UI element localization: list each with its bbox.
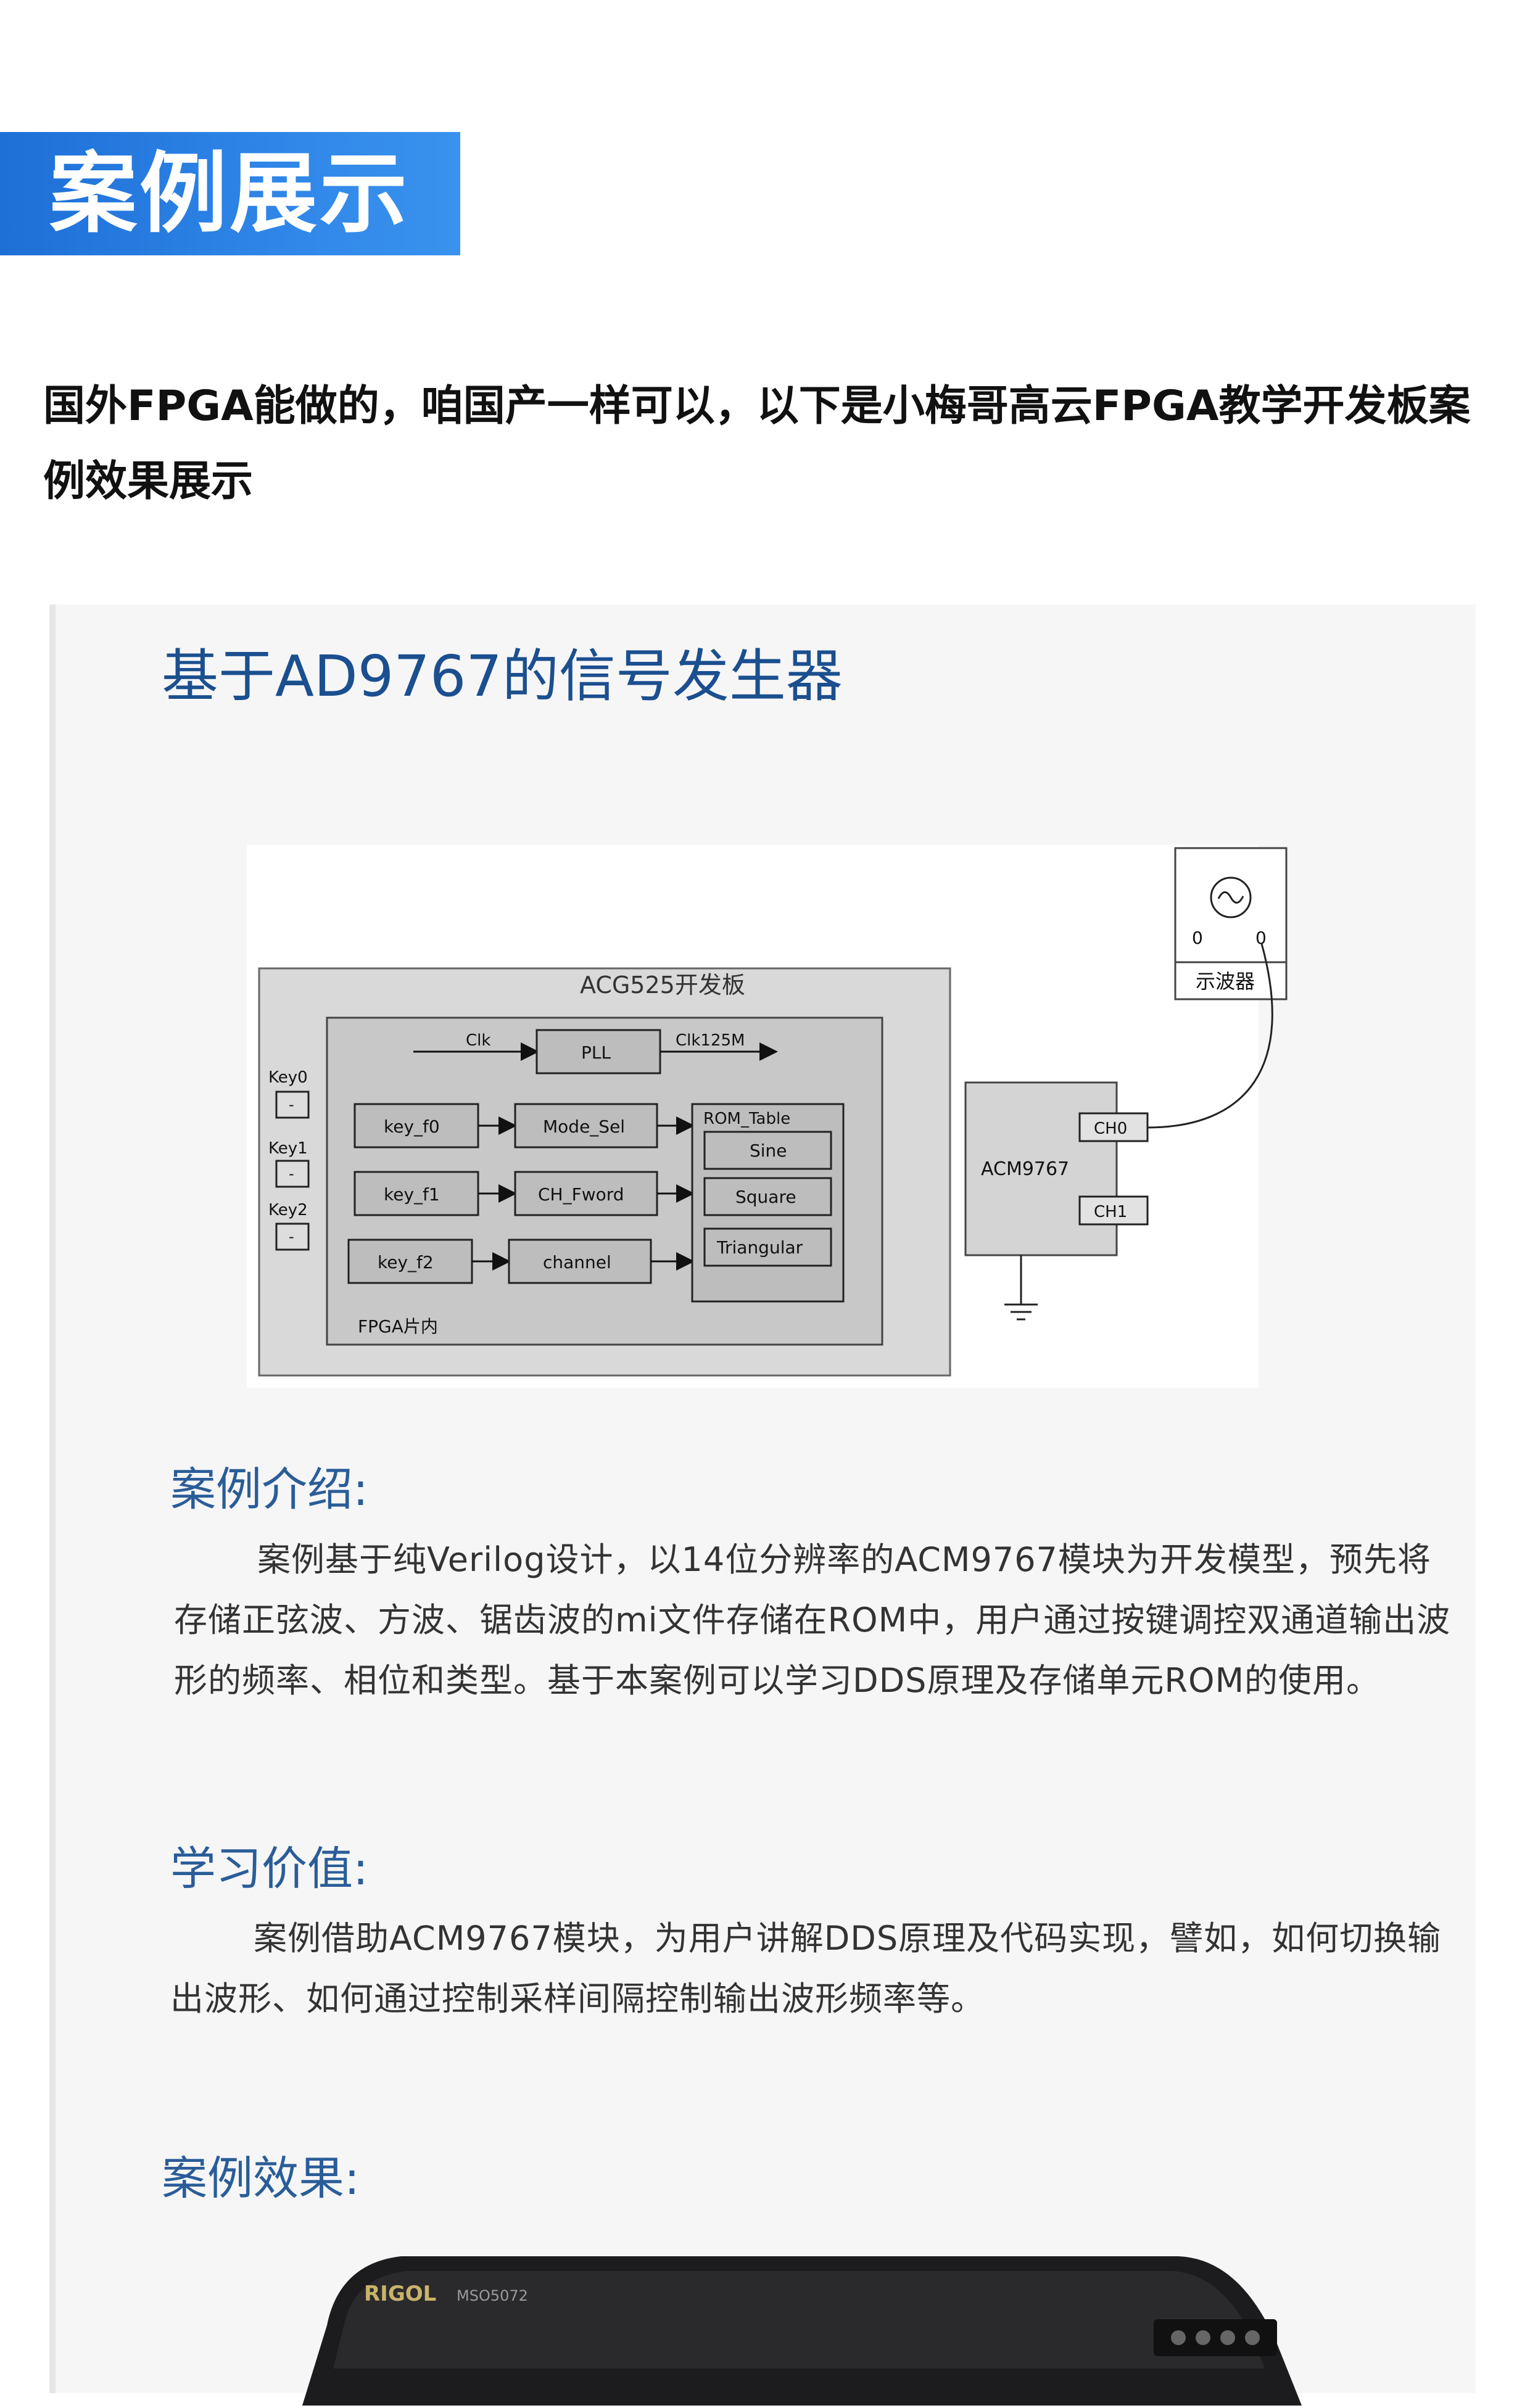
ch-fword-box [514, 1171, 658, 1216]
key1-button [275, 1160, 310, 1188]
scope-brand: RIGOL [364, 2282, 436, 2306]
svg-text:Mode_Sel: Mode_Sel [543, 1116, 625, 1137]
rom-table-label: ROM_Table [703, 1110, 790, 1128]
clk-label: Clk [466, 1031, 490, 1050]
svg-text:CH1: CH1 [1094, 1203, 1127, 1221]
svg-text:0: 0 [1255, 928, 1267, 948]
case-title: 基于AD9767的信号发生器 [162, 643, 843, 709]
block-diagram: ACG525开发板 FPGA片内 Clk PLL Clk125M Key0 - … [247, 845, 1288, 1388]
rom-square-box [703, 1177, 832, 1216]
board-label: ACG525开发板 [580, 971, 745, 999]
value-paragraph: 案例借助ACM9767模块，为用户讲解DDS原理及代码实现，譬如，如何切换输出波… [170, 1919, 1442, 2018]
section-banner: 案例展示 [0, 132, 460, 255]
key2-button [275, 1223, 310, 1251]
svg-text:Triangular: Triangular [716, 1237, 803, 1258]
svg-text:Square: Square [735, 1187, 796, 1207]
oscilloscope-label: 示波器 [1196, 970, 1255, 993]
dac-box [964, 1081, 1118, 1256]
svg-text:0: 0 [1192, 928, 1203, 948]
svg-text:-: - [289, 1096, 294, 1113]
intro-paragraph: 案例基于纯Verilog设计，以14位分辨率的ACM9767模块为开发模型，预先… [174, 1540, 1451, 1700]
svg-text:-: - [289, 1228, 294, 1245]
block-diagram-svg: ACG525开发板 FPGA片内 Clk PLL Clk125M Key0 - … [247, 845, 1288, 1388]
key0-button [275, 1091, 310, 1119]
case-card: 基于AD9767的信号发生器 ACG525开发板 FPGA片内 Clk PLL … [49, 604, 1476, 2406]
intro-heading: 案例介绍: [170, 1463, 368, 1516]
key-f0-box [354, 1103, 479, 1148]
svg-text:key_f0: key_f0 [384, 1116, 440, 1137]
svg-text:CH0: CH0 [1094, 1119, 1127, 1138]
fpga-label: FPGA片内 [358, 1316, 438, 1337]
pll-label: PLL [581, 1042, 611, 1063]
scope-model: MSO5072 [457, 2287, 528, 2304]
effect-heading: 案例效果: [162, 2152, 360, 2205]
rom-triangular-box [703, 1227, 832, 1267]
key2-label: Key2 [268, 1201, 308, 1219]
svg-text:channel: channel [543, 1252, 611, 1272]
key0-label: Key0 [268, 1068, 308, 1087]
oscilloscope-photo: RIGOL MSO5072 [302, 2245, 1302, 2406]
rom-sine-box [703, 1131, 832, 1170]
value-heading: 学习价值: [170, 1842, 368, 1895]
clk125-label: Clk125M [676, 1031, 745, 1050]
key1-label: Key1 [268, 1139, 308, 1158]
banner-title: 案例展示 [49, 143, 410, 245]
svg-text:-: - [289, 1165, 294, 1182]
svg-text:CH_Fword: CH_Fword [538, 1184, 624, 1205]
intro-text: 国外FPGA能做的，咱国产一样可以，以下是小梅哥高云FPGA教学开发板案例效果展… [43, 382, 1471, 506]
svg-text:key_f2: key_f2 [378, 1252, 434, 1272]
svg-text:Sine: Sine [750, 1140, 787, 1161]
channel-box [508, 1239, 652, 1284]
key-f2-box [347, 1239, 473, 1284]
svg-text:key_f1: key_f1 [384, 1184, 440, 1205]
ch1-port [1078, 1195, 1149, 1226]
dac-label: ACM9767 [981, 1158, 1069, 1180]
pll-box [536, 1029, 661, 1074]
